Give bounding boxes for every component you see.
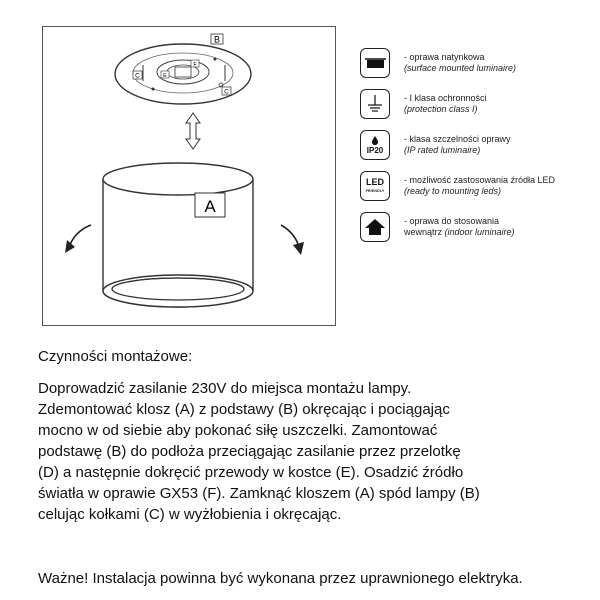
assembly-diagram: B C C E F (42, 26, 336, 326)
svg-text:F: F (193, 62, 197, 68)
legend-text: - oprawa do stosowania wewnątrz (indoor … (404, 216, 515, 237)
indoor-house-icon (360, 212, 390, 242)
svg-text:E: E (163, 73, 167, 79)
base-plate-b (114, 43, 252, 105)
important-note: Ważne! Instalacja powinna być wykonana p… (38, 570, 523, 587)
legend-item-ip-rating: IP20 - klasa szczelności oprawy (IP rate… (360, 130, 596, 166)
svg-text:C: C (224, 89, 229, 96)
double-arrow-icon (185, 112, 201, 150)
instruction-line: Zdemontować klosz (A) z podstawy (B) okr… (38, 401, 450, 418)
surface-mount-icon (360, 48, 390, 78)
legend-text: - klasa szczelności oprawy (IP rated lum… (404, 134, 511, 155)
instruction-line: (D) a następnie dokręcić przewody w kost… (38, 464, 464, 481)
label-b-box: B (210, 33, 224, 45)
svg-text:B: B (214, 35, 220, 45)
legend-text: - I klasa ochronności (protection class … (404, 93, 487, 114)
legend-item-led: LED FRIENDLY - możliwość zastosowania źr… (360, 171, 596, 207)
rotate-left-arrow-icon (65, 224, 92, 253)
shade-a (102, 162, 254, 308)
instruction-line: celując kołkami (C) w wyżłobienia i okrę… (38, 506, 342, 523)
legend-text: - możliwość zastosowania źródła LED (rea… (404, 175, 556, 196)
legend-item-surface-mount: - oprawa natynkowa (surface mounted lumi… (360, 48, 596, 84)
legend-text: - oprawa natynkowa (surface mounted lumi… (404, 52, 517, 73)
label-c2-box: C (221, 86, 232, 96)
ground-protection-icon (360, 89, 390, 119)
instructions-text: Doprowadzić zasilanie 230V do miejsca mo… (38, 378, 558, 525)
label-a-box: A (194, 192, 226, 218)
label-f-box: F (190, 59, 200, 68)
legend-item-indoor: - oprawa do stosowania wewnątrz (indoor … (360, 212, 596, 248)
svg-text:C: C (135, 73, 140, 80)
instruction-line: światła w oprawie GX53 (F). Zamknąć klos… (38, 485, 480, 502)
instruction-line: mocno w od siebie aby pokonać siłę uszcz… (38, 422, 438, 439)
label-e-box: E (160, 70, 170, 79)
label-c-box: C (132, 70, 143, 80)
led-friendly-icon: LED FRIENDLY (360, 171, 390, 201)
svg-text:A: A (204, 197, 216, 216)
instruction-line: podstawę (B) do podłoża przeciągając zas… (38, 443, 461, 460)
rotate-right-arrow-icon (280, 224, 304, 255)
assembly-illustration: B C C E F (65, 33, 304, 308)
ip20-icon: IP20 (360, 130, 390, 160)
legend-item-protection-class: - I klasa ochronności (protection class … (360, 89, 596, 125)
section-heading: Czynności montażowe: (38, 348, 193, 365)
instruction-line: Doprowadzić zasilanie 230V do miejsca mo… (38, 380, 412, 397)
